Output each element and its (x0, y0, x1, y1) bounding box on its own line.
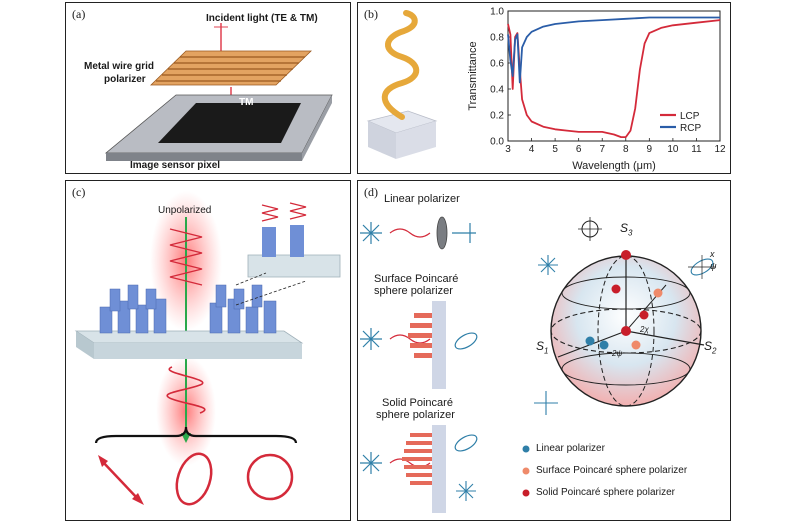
x-tick-label: 12 (714, 144, 726, 155)
panel-a-label: (a) (72, 7, 86, 21)
s3-label: S3 (620, 221, 633, 238)
wire-grid-illustration (104, 23, 333, 161)
tm-label: TM (239, 97, 254, 108)
x-tick-label: 8 (623, 144, 629, 155)
nanopillars (99, 284, 277, 334)
poincare-sphere (550, 250, 705, 407)
panel-c: (c) (65, 180, 351, 521)
helix-illustration (366, 10, 438, 159)
linear-polarizer-label: Linear polarizer (384, 193, 460, 205)
solid-point-1 (611, 284, 621, 294)
surface-polarizer-label-2: sphere polarizer (374, 285, 453, 297)
panel-b-label: (b) (364, 7, 378, 21)
solid-polarizer-row (360, 425, 478, 513)
y-axis-label: Transmittance (467, 41, 479, 110)
y-tick-label: 1.0 (490, 7, 504, 18)
gold-helix (381, 10, 420, 120)
ellipse-icon-right (688, 255, 716, 279)
y-tick-label: 0.4 (490, 85, 504, 96)
center-point (621, 326, 631, 336)
sensor-label: Image sensor pixel (130, 160, 221, 171)
linear-point-1 (585, 336, 595, 346)
poincare-illustration (360, 216, 716, 513)
x-tick-label: 10 (667, 144, 679, 155)
polarizer-label-line2: polarizer (104, 74, 146, 85)
y-tick-label: 0.8 (490, 33, 504, 44)
legend-marker-linear (522, 445, 530, 453)
x-tick-label: 4 (529, 144, 535, 155)
metasurface-illustration (74, 191, 341, 506)
transmittance-chart: 3 4 5 6 7 8 9 10 11 12 0.0 0.2 0.4 0.6 0.8 1.0Wavelengt… (467, 7, 726, 173)
panel-d: (d) (357, 180, 731, 521)
panel-c-label: (c) (72, 185, 86, 199)
elliptical-state-icon (175, 452, 213, 506)
circular-icon-top (578, 217, 602, 241)
linear-point-2 (599, 340, 609, 350)
y-tick-label: 0.6 (490, 59, 504, 70)
output-brace (94, 426, 298, 444)
surface-point-1 (653, 288, 663, 298)
panel-a: (a) Incident light (TE & TM) Metal wire … (65, 2, 351, 174)
y-tick-label: 0.2 (490, 111, 504, 122)
surface-polarizer-label-1: Surface Poincaré (374, 273, 459, 285)
psi-label: ψ (710, 261, 717, 271)
x-tick-label: 11 (691, 144, 702, 155)
plot-frame (507, 10, 721, 142)
s1-label: S1 (536, 339, 549, 356)
solid-polarizer-label-2: sphere polarizer (376, 409, 455, 421)
image-sensor (104, 94, 333, 161)
beam-arrow (181, 433, 191, 443)
legend-label-linear: Linear polarizer (536, 443, 605, 454)
solid-point-2 (639, 310, 649, 320)
x-tick-label: 7 (599, 144, 605, 155)
polarizer-label-line1: Metal wire grid (84, 61, 155, 72)
linear-polarizer-row (360, 216, 476, 250)
s2-label: S2 (704, 339, 717, 356)
unpolarized-icon-sphere (538, 255, 558, 275)
y-tick-label: 0.0 (490, 137, 504, 148)
polarized-wave (166, 366, 206, 414)
x-tick-label: 6 (576, 144, 582, 155)
legend-label-solid: Solid Poincaré sphere polarizer (536, 487, 675, 498)
glass-right (396, 121, 436, 159)
inset (235, 202, 341, 306)
x-axis-label: Wavelength (μm) (572, 160, 656, 172)
unpolarized-wave (169, 228, 203, 286)
glass-left (368, 121, 396, 159)
x-tick-label: 9 (647, 144, 653, 155)
two-psi-label: 2ψ (612, 349, 623, 358)
panel-d-label: (d) (364, 185, 378, 199)
linear-icon-bottom (534, 391, 558, 415)
unpolarized-label: Unpolarized (158, 205, 212, 216)
surface-point-2 (631, 340, 641, 350)
pole-point (621, 250, 631, 260)
circular-state-icon (246, 453, 294, 501)
substrate-left (76, 331, 94, 359)
legend-label-surface: Surface Poincaré sphere polarizer (536, 465, 688, 476)
series-line-rcp (507, 16, 720, 84)
legend-marker-surface (522, 467, 530, 475)
legend-label-rcp: RCP (680, 123, 701, 134)
x-tick-label: 5 (552, 144, 558, 155)
wire-grid (150, 50, 312, 86)
incident-light-label: Incident light (TE & TM) (206, 13, 318, 24)
two-chi-label: 2χ (640, 325, 649, 334)
substrate-front (94, 343, 302, 359)
surface-polarizer-row (360, 301, 478, 389)
legend-label-lcp: LCP (680, 111, 700, 122)
linear-state-icon (98, 455, 144, 505)
x-tick-label: 3 (505, 144, 511, 155)
legend-marker-solid (522, 489, 530, 497)
solid-polarizer-label-1: Solid Poincaré (382, 397, 453, 409)
x-label: x (710, 249, 715, 259)
